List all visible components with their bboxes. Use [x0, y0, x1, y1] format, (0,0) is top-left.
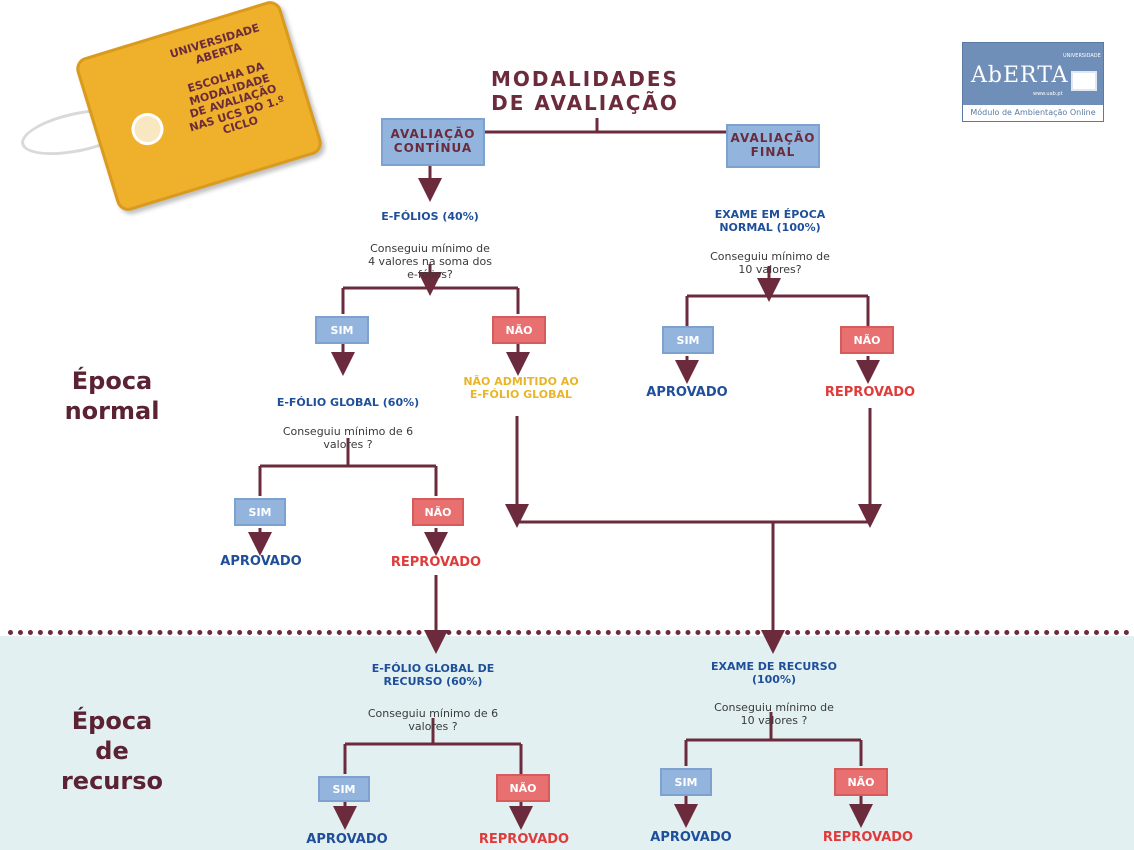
modality-continua: AVALIAÇÃO CONTÍNUA	[381, 118, 485, 166]
exame-normal-question: Conseguiu mínimo de 10 valores?	[710, 249, 830, 276]
tag-hole	[127, 109, 168, 150]
global-nao: NÃO	[412, 498, 464, 526]
epoca-normal: Época normal	[64, 367, 160, 425]
exame-recurso-question: Conseguiu mínimo de 10 valores ?	[714, 700, 834, 727]
final-reprovado: REPROVADO	[824, 385, 916, 400]
rec-right-nao: NÃO	[834, 768, 888, 796]
logo-subtitle: Módulo de Ambientação Online	[963, 105, 1103, 121]
efolio-recurso-node: E-FÓLIO GLOBAL DE RECURSO (60%) Consegui…	[353, 650, 513, 747]
recurso-background	[0, 636, 1134, 850]
efolios-nao: NÃO	[492, 316, 546, 344]
global-reprovado: REPROVADO	[390, 555, 482, 570]
modality-final: AVALIAÇÃO FINAL	[726, 124, 820, 168]
book-icon	[1071, 71, 1097, 91]
rec-right-sim: SIM	[660, 768, 712, 796]
exame-recurso-heading: EXAME DE RECURSO (100%)	[710, 659, 837, 686]
rec-left-nao: NÃO	[496, 774, 550, 802]
logo-small-text: UNIVERSIDADE	[1063, 53, 1101, 59]
logo-wordmark: AbERTA	[971, 63, 1069, 88]
exame-normal-node: EXAME EM ÉPOCA NORMAL (100%) Conseguiu m…	[690, 196, 850, 290]
logo-url: www.uab.pt	[1033, 91, 1063, 97]
exame-recurso-node: EXAME DE RECURSO (100%) Conseguiu mínimo…	[694, 648, 854, 741]
rec-right-reprovado: REPROVADO	[822, 830, 914, 845]
efolio-recurso-question: Conseguiu mínimo de 6 valores ?	[367, 706, 499, 733]
exame-normal-heading: EXAME EM ÉPOCA NORMAL (100%)	[714, 207, 826, 234]
efolios-sim: SIM	[315, 316, 369, 344]
efolios-node: E-FÓLIOS (40%) Conseguiu mínimo de 4 val…	[350, 198, 510, 295]
diagram-title: MODALIDADES DE AVALIAÇÃO	[491, 67, 679, 115]
nao-admitido-text: NÃO ADMITIDO AO E-FÓLIO GLOBAL	[463, 375, 579, 401]
global-sim: SIM	[234, 498, 286, 526]
rec-left-aprovado: APROVADO	[306, 832, 388, 847]
aberta-logo: UNIVERSIDADE AbERTA www.uab.pt Módulo de…	[962, 42, 1104, 122]
dotted-divider	[8, 630, 1130, 635]
global-aprovado: APROVADO	[220, 554, 302, 569]
final-sim: SIM	[662, 326, 714, 354]
rec-left-reprovado: REPROVADO	[478, 832, 570, 847]
efolios-heading: E-FÓLIOS (40%)	[381, 209, 479, 223]
efolio-global-question: Conseguiu mínimo de 6 valores ?	[282, 424, 414, 451]
tag-text: UNIVERSIDADE ABERTA ESCOLHA DA MODALIDAD…	[168, 21, 287, 138]
efolio-global-node: E-FÓLIO GLOBAL (60%) Conseguiu mínimo de…	[268, 384, 428, 465]
efolio-global-heading: E-FÓLIO GLOBAL (60%)	[276, 395, 420, 409]
final-aprovado: APROVADO	[646, 385, 728, 400]
epoca-recurso: Época de recurso	[60, 707, 164, 795]
rec-right-aprovado: APROVADO	[650, 830, 732, 845]
efolios-question: Conseguiu mínimo de 4 valores na soma do…	[368, 241, 492, 281]
efolio-recurso-heading: E-FÓLIO GLOBAL DE RECURSO (60%)	[371, 661, 495, 688]
final-nao: NÃO	[840, 326, 894, 354]
rec-left-sim: SIM	[318, 776, 370, 802]
